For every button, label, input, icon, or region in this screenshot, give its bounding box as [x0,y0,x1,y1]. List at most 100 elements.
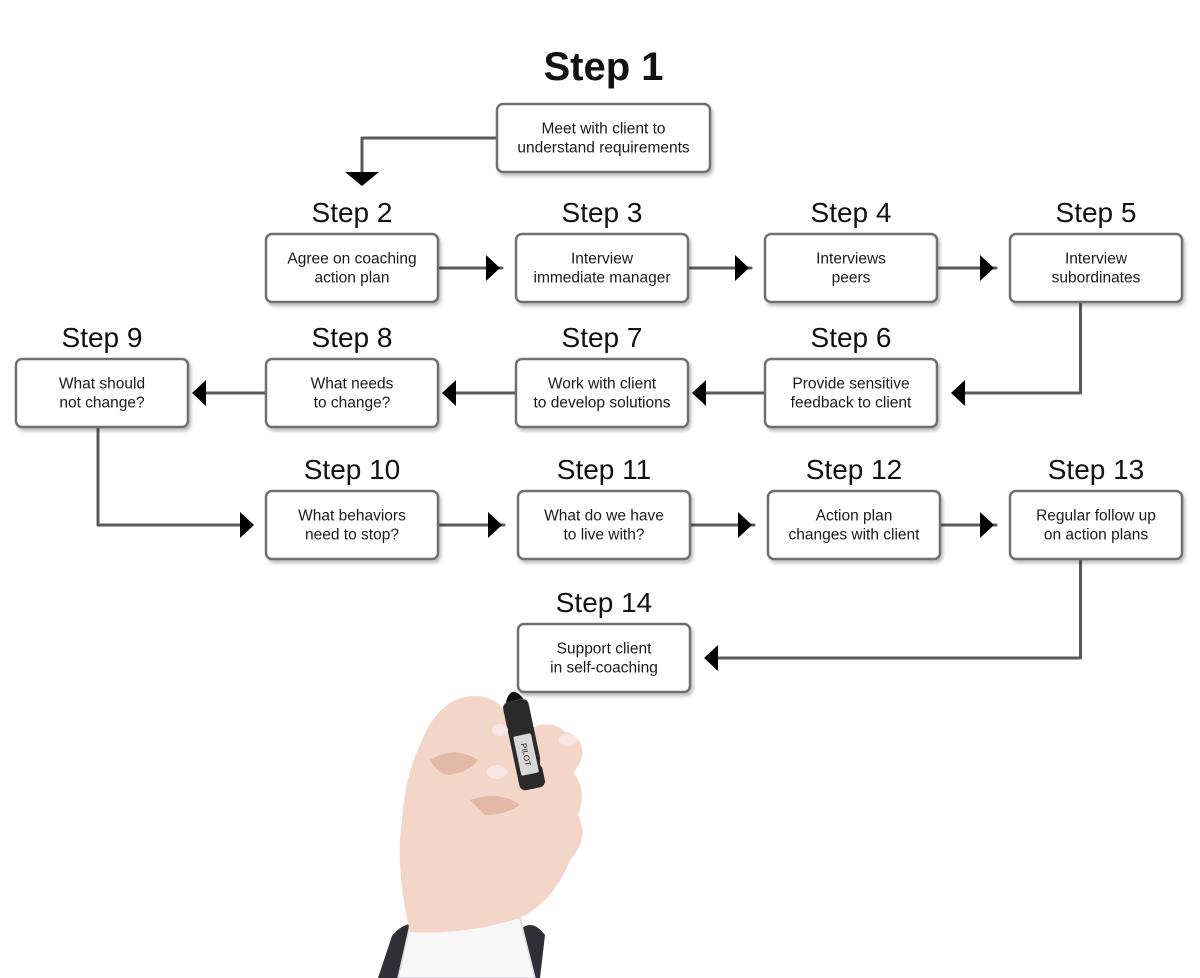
finger-shadow [430,752,478,775]
connector-12-to-13 [938,512,998,538]
step-description-line: understand requirements [517,140,690,157]
step-title: Step 13 [1048,454,1145,485]
step-box [1008,232,1184,304]
step-description-line: on action plans [1044,527,1149,544]
marker: PILOT [503,691,545,791]
connector-13-to-14 [704,557,1083,671]
arrow-head-left [442,380,456,406]
step-box [766,489,942,561]
connector-1-to-2 [345,136,499,186]
step-box [264,357,440,429]
connector-8-to-9 [192,380,268,406]
step-box [514,232,690,304]
step-node-12: Step 12 Action plan changes with client [766,454,942,561]
arrow-head-right [980,255,994,281]
step-node-13: Step 13 Regular follow up on action plans [1008,454,1184,561]
step-node-5: Step 5 Interview subordinates [1008,197,1184,304]
step-description-line: Interviews [816,251,886,268]
arrow-head-right [735,255,749,281]
arrow-head-right [980,512,994,538]
connector-9-to-10 [96,425,254,538]
step-node-14: Step 14 Support client in self-coaching [516,587,692,694]
arrow-head-right [488,512,502,538]
step-title: Step 3 [562,197,643,228]
connector-2-to-3 [436,255,504,281]
step-title: Step 9 [62,322,143,353]
step-description-line: not change? [59,395,145,412]
step-node-1: Step 1 Meet with client to understand requ… [495,45,712,174]
step-description-line: peers [832,270,871,287]
connector-3-to-4 [686,255,753,281]
step-box [763,232,939,304]
step-description-line: action plan [315,270,390,287]
thumb-nail [559,734,577,746]
step-node-8: Step 8 What needs to change? [264,322,440,429]
connector-4-to-5 [935,255,998,281]
step-description-line: to live with? [564,527,645,544]
step-description-line: Support client [557,641,652,658]
connector-line [714,557,1083,660]
connector-line [96,425,252,527]
step-description-line: Provide sensitive [792,376,909,393]
connector-line [360,136,499,184]
step-description-line: Action plan [816,508,893,525]
step-description-line: Agree on coaching [287,251,416,268]
step-description-line: changes with client [789,527,921,544]
step-box [516,489,692,561]
step-description-line: Meet with client to [541,121,665,138]
step-description-line: subordinates [1052,270,1141,287]
step-title: Step 11 [557,454,651,485]
step-title: Step 1 [543,45,663,89]
connector-10-to-11 [436,512,506,538]
step-description-line: in self-coaching [550,660,658,677]
arrow-head-left [192,380,206,406]
step-description-line: feedback to client [791,395,912,412]
step-description-line: Regular follow up [1036,508,1156,525]
step-node-3: Step 3 Interview immediate manager [514,197,690,304]
connector-7-to-8 [442,380,518,406]
step-description-line: Interview [1065,251,1128,268]
arrow-head-right [240,512,254,538]
arrow-head-right [738,512,752,538]
knuckle-shadow [470,796,520,815]
step-description-line: to develop solutions [533,395,670,412]
step-box [516,622,692,694]
step-box [14,357,190,429]
step-description-line: to change? [314,395,391,412]
connector-6-to-7 [692,380,767,406]
step-description-line: What behaviors [298,508,406,525]
step-box [495,102,712,174]
step-title: Step 12 [806,454,903,485]
connector-line [961,300,1083,395]
step-box [514,357,690,429]
step-title: Step 7 [562,322,643,353]
step-box [264,232,440,304]
finger-nail [487,765,507,779]
step-description-line: immediate manager [534,270,671,287]
step-description-line: What needs [311,376,394,393]
step-box [763,357,939,429]
arrow-head-left [704,645,718,671]
step-title: Step 6 [811,322,892,353]
step-title: Step 10 [304,454,401,485]
step-node-6: Step 6 Provide sensitive feedback to clien… [763,322,939,429]
connector-5-to-6 [951,300,1083,406]
arrow-head-down [345,172,379,186]
steps-layer: Step 1 Meet with client to understand requ… [14,45,1184,694]
step-title: Step 4 [811,197,892,228]
step-description-line: need to stop? [305,527,399,544]
step-box [264,489,440,561]
step-title: Step 5 [1056,197,1137,228]
hand-with-marker-illustration: PILOT [378,691,583,978]
step-description-line: Interview [571,251,634,268]
step-node-10: Step 10 What behaviors need to stop? [264,454,440,561]
step-box [1008,489,1184,561]
step-title: Step 8 [312,322,393,353]
step-title: Step 14 [556,587,653,618]
step-node-4: Step 4 Interviews peers [763,197,939,304]
step-title: Step 2 [312,197,393,228]
